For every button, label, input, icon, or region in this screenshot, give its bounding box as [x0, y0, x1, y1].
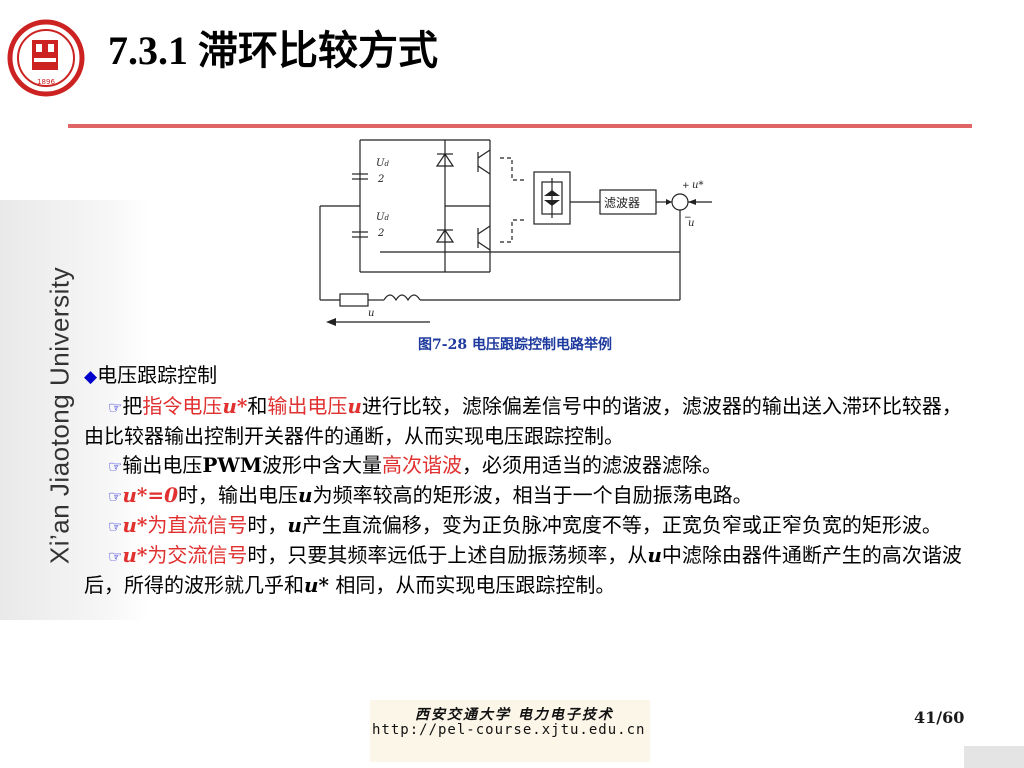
paragraph-1: ☞把指令电压u*和输出电压u进行比较，滤除偏差信号中的谐波，滤波器的输出送入滞环… — [84, 394, 962, 448]
logo-year: 1896 — [37, 78, 55, 86]
svg-text:滤波器: 滤波器 — [604, 196, 640, 210]
pointing-hand-icon: ☞ — [108, 457, 123, 476]
svg-text:u: u — [368, 308, 374, 319]
paragraph-4: ☞u*为直流信号时，u产生直流偏移，变为正负脉冲宽度不等，正宽负窄或正窄负宽的矩… — [108, 513, 942, 537]
pointing-hand-icon: ☞ — [108, 547, 123, 566]
title-divider — [68, 124, 972, 128]
svg-text:Ud: Ud — [376, 158, 389, 169]
paragraph-2: ☞输出电压PWM波形中含大量高次谐波，必须用适当的滤波器滤除。 — [108, 453, 722, 477]
voltage-tracking-circuit-diagram: Ud 2 Ud 2 u* u u + − 滤波器 — [319, 139, 712, 326]
paragraph-3: ☞u*=0时，输出电压u为频率较高的矩形波，相当于一个自励振荡电路。 — [108, 483, 753, 507]
svg-text:2: 2 — [377, 174, 384, 185]
svg-text:−: − — [684, 213, 692, 223]
footer-url: http://pel-course.xjtu.edu.cn — [372, 722, 646, 738]
section-heading: ◆电压跟踪控制 — [84, 363, 218, 387]
svg-text:+: + — [682, 181, 690, 191]
diamond-bullet-icon: ◆ — [84, 367, 98, 387]
watermark-band — [0, 200, 150, 620]
pointing-hand-icon: ☞ — [108, 517, 123, 536]
university-logo: 1896 — [7, 19, 85, 97]
svg-text:Ud: Ud — [376, 212, 389, 223]
pointing-hand-icon: ☞ — [108, 398, 123, 417]
figure-caption: 图7-28 电压跟踪控制电路举例 — [418, 337, 612, 353]
paragraph-5: ☞u*为交流信号时，只要其频率远低于上述自励振荡频率，从u中滤除由器件通断产生的… — [84, 543, 962, 597]
page-title: 7.3.1 滞环比较方式 — [108, 28, 438, 73]
svg-text:u: u — [688, 218, 694, 229]
svg-text:2: 2 — [377, 228, 384, 239]
svg-text:u*: u* — [692, 180, 703, 191]
pointing-hand-icon: ☞ — [108, 487, 123, 506]
watermark-university-name: Xi’an Jiaotong University — [44, 266, 75, 565]
footer-school-name: 西安交通大学 电力电子技术 — [415, 707, 614, 723]
slide-content: ◆电压跟踪控制 ☞把指令电压u*和输出电压u进行比较，滤除偏差信号中的谐波，滤波… — [84, 361, 964, 600]
page-number: 41/60 — [914, 708, 965, 727]
footer-banner — [370, 700, 650, 762]
corner-decoration — [964, 746, 1024, 768]
